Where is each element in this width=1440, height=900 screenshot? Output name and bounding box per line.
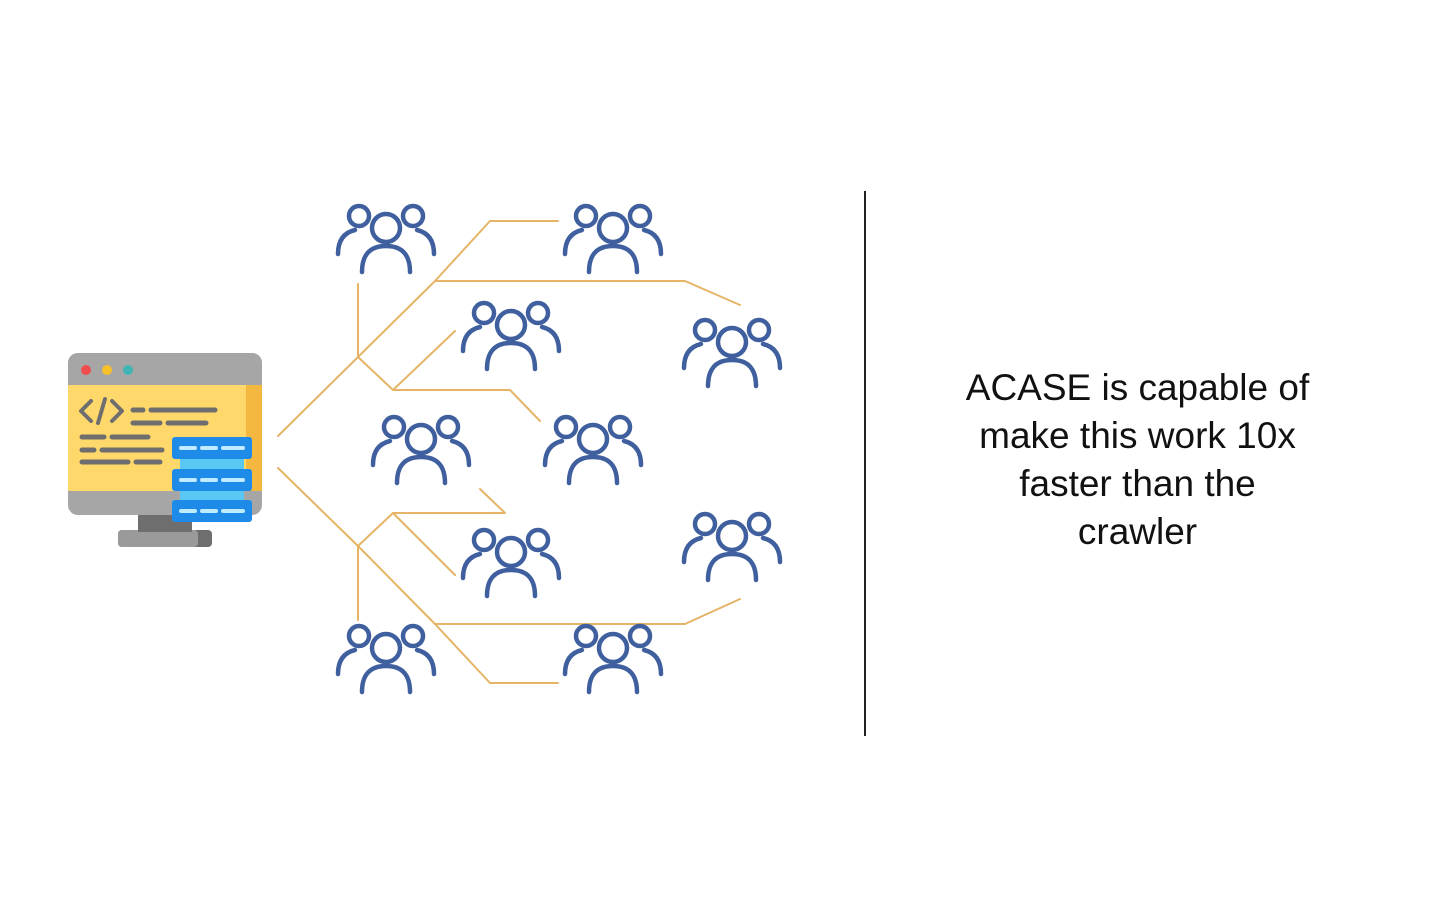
people-group-icon: [545, 417, 641, 483]
message-text: ACASE is capable of make this work 10x f…: [915, 364, 1360, 556]
connector-lower-long: [434, 598, 741, 625]
message-line-2: make this work 10x: [979, 415, 1296, 456]
crawler-distribution-diagram: [68, 0, 860, 900]
people-group-icon: [338, 626, 434, 692]
connector-lower-short: [392, 512, 456, 576]
message-line-4: crawler: [1077, 511, 1198, 552]
people-group-icon: [373, 417, 469, 483]
people-group-icon: [338, 206, 434, 272]
people-group-icon: [565, 626, 661, 692]
people-group-icon: [565, 206, 661, 272]
connector-lines: [277, 220, 741, 684]
connector-upper-short: [392, 330, 456, 391]
people-group-icon: [684, 514, 780, 580]
connector-upper-main: [277, 220, 559, 437]
vertical-divider: [864, 191, 866, 736]
message-line-1: ACASE is capable of: [965, 367, 1310, 408]
people-group-icon: [684, 320, 780, 386]
people-group-icon: [463, 303, 559, 369]
connector-lower-mid: [357, 488, 506, 547]
people-group-icon: [463, 530, 559, 596]
computer-code-server-icon: [68, 353, 262, 547]
connector-upper-mid: [357, 356, 541, 422]
connector-upper-long: [434, 280, 741, 306]
message-line-3: faster than the: [1019, 463, 1256, 504]
